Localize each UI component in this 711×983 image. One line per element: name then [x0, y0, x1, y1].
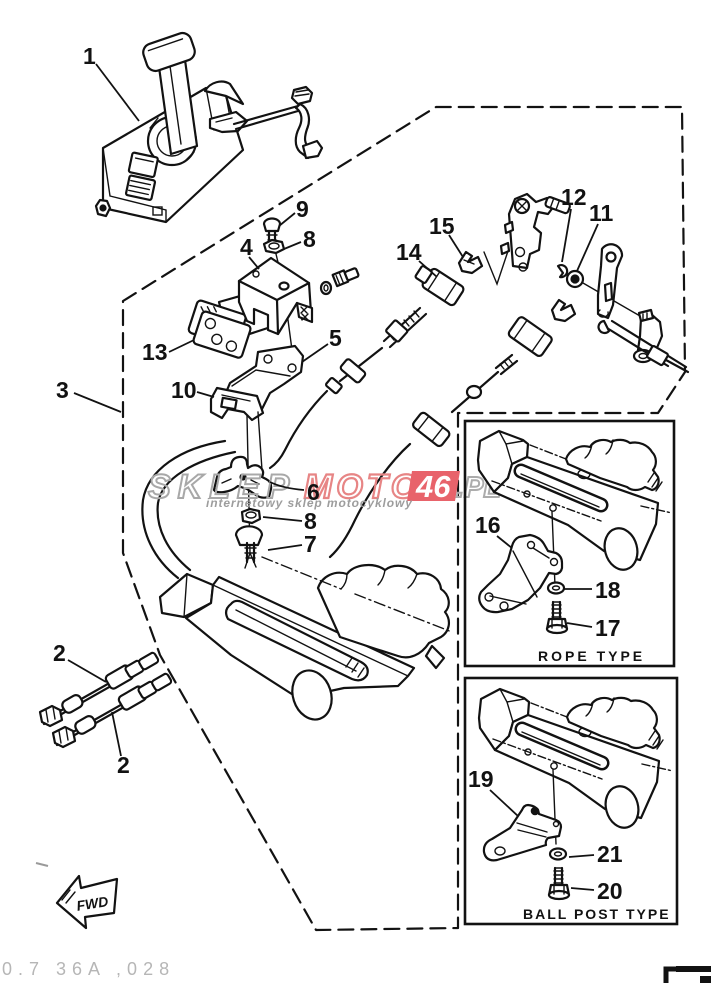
svg-text:8: 8	[304, 508, 317, 534]
svg-text:17: 17	[595, 615, 621, 641]
svg-text:6: 6	[307, 479, 320, 505]
svg-text:FWD: FWD	[75, 893, 109, 914]
svg-text:SKLEP: SKLEP	[148, 468, 296, 506]
svg-text:16: 16	[475, 512, 501, 538]
svg-text:15: 15	[429, 213, 455, 239]
svg-text:ROPE TYPE: ROPE TYPE	[538, 648, 645, 664]
svg-text:4: 4	[240, 234, 253, 260]
svg-text:21: 21	[597, 841, 623, 867]
svg-text:1: 1	[83, 43, 96, 69]
svg-text:11: 11	[589, 200, 614, 226]
svg-text:19: 19	[468, 766, 494, 792]
svg-text:3: 3	[56, 377, 69, 403]
svg-text:10: 10	[171, 377, 197, 403]
svg-text:18: 18	[595, 577, 621, 603]
svg-text:8: 8	[303, 226, 316, 252]
svg-text:20: 20	[597, 878, 623, 904]
svg-text:internetowy sklep motocyklowy: internetowy sklep motocyklowy	[206, 496, 413, 510]
svg-text:2: 2	[53, 640, 66, 666]
svg-text:5: 5	[329, 325, 342, 351]
svg-text:MOTO: MOTO	[304, 468, 421, 506]
svg-text:7: 7	[304, 531, 317, 557]
svg-text:0.7 36A ,028: 0.7 36A ,028	[2, 959, 175, 979]
svg-text:14: 14	[396, 239, 422, 265]
svg-text:2: 2	[117, 752, 130, 778]
svg-text:12: 12	[561, 184, 587, 210]
svg-text:BALL POST TYPE: BALL POST TYPE	[523, 906, 671, 922]
svg-text:9: 9	[296, 196, 309, 222]
svg-text:13: 13	[142, 339, 168, 365]
svg-text:46: 46	[415, 469, 451, 504]
